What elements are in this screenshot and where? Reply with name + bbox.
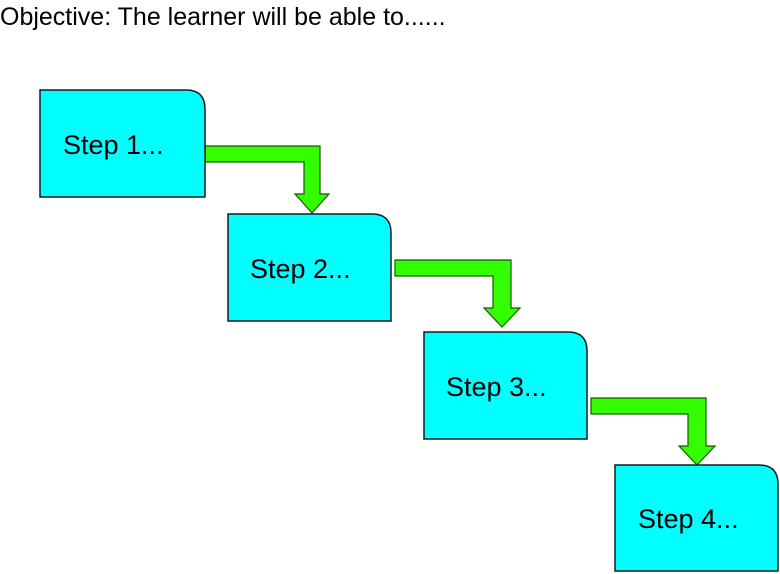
step-box-4-shape xyxy=(614,464,779,572)
step-box-4: Step 4... xyxy=(614,464,779,572)
step-label-4: Step 4... xyxy=(638,504,739,534)
step-box-1-shape xyxy=(39,89,206,198)
flow-arrow-1 xyxy=(204,145,331,214)
flow-arrow-3 xyxy=(590,397,717,466)
step-box-1: Step 1... xyxy=(39,89,206,198)
step-label-2: Step 2... xyxy=(250,254,351,284)
step-box-2: Step 2... xyxy=(227,213,392,322)
flow-arrow-2 xyxy=(394,259,522,328)
step-label-1: Step 1... xyxy=(63,130,164,160)
step-box-3: Step 3... xyxy=(423,331,588,440)
step-box-3-shape xyxy=(423,331,588,440)
step-label-3: Step 3... xyxy=(446,372,547,402)
objective-text: Objective: The learner will be able to..… xyxy=(0,3,446,31)
step-box-2-shape xyxy=(227,213,392,322)
